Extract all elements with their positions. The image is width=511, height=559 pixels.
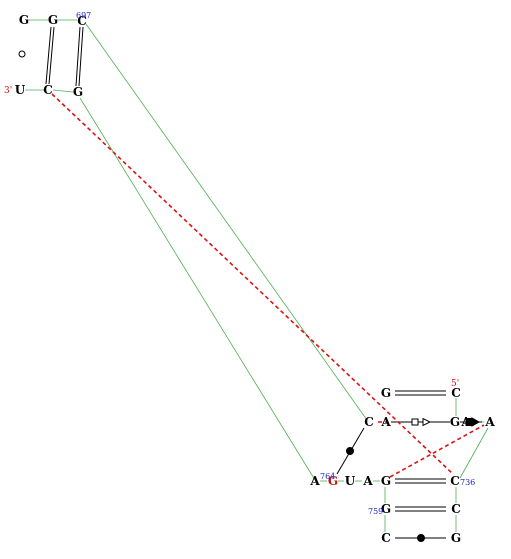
nucleotide-c: C [77,14,87,28]
nucleotide-a: A [309,474,320,488]
backbone-segment [459,427,489,479]
nucleotide-g: G [48,13,58,27]
base-pair-lines [45,26,446,512]
nucleotide-u: U [15,83,26,97]
nucleotide-g: G [451,531,461,545]
nucleotide-g: G [381,474,391,488]
gu-pair-dot [346,447,354,455]
nucleotides: G G C U C G G C C A G A A A G U A G C G … [15,13,496,545]
backbone-lines [25,19,489,532]
tertiary-interaction-line [51,93,454,475]
nucleotide-g: G [381,502,391,516]
filled-triangle-symbol [471,417,481,427]
position-number-764: 764 [320,472,335,481]
nucleotide-a: A [362,474,373,488]
non-canonical-pairs [18,50,482,542]
position-number-697: 697 [76,11,91,20]
nucleotide-g: G [19,13,29,27]
nucleotide-a: A [460,415,471,429]
open-circle-symbol [18,50,26,58]
nucleotide-g: G [73,85,83,99]
nucleotide-c: C [381,531,391,545]
nucleotide-c: C [43,83,53,97]
tertiary-interaction-lines [51,93,485,478]
nucleotide-c: C [450,474,460,488]
base-pair-line [78,26,84,87]
nucleotide-c: C [364,415,374,429]
base-pair-line [48,26,55,85]
nucleotide-g: G [450,415,460,429]
position-number-736: 736 [460,478,475,487]
nucleotide-c: C [451,386,461,400]
backbone-strand-long [85,23,368,421]
nucleotide-g-highlighted: G [328,474,338,488]
nucleotide-a: A [380,415,391,429]
base-pair-line [75,26,81,87]
base-pair-line [45,26,52,85]
three-prime-end-label: 3' [4,86,12,96]
gu-pair-dot [417,534,425,542]
open-square-symbol [411,418,419,426]
tertiary-interaction-line [389,424,485,478]
nucleotide-u: U [345,474,356,488]
position-labels: 697 736 759 764 3' 5' [4,11,475,516]
nucleotide-g: G [381,386,391,400]
open-triangle-symbol [422,417,432,427]
nucleotide-c: C [451,502,461,516]
five-prime-end-label: 5' [451,379,459,389]
nucleotide-a: A [484,415,495,429]
position-number-759: 759 [368,507,383,516]
backbone-strand-long [79,97,316,481]
backbone-segment [52,89,74,93]
